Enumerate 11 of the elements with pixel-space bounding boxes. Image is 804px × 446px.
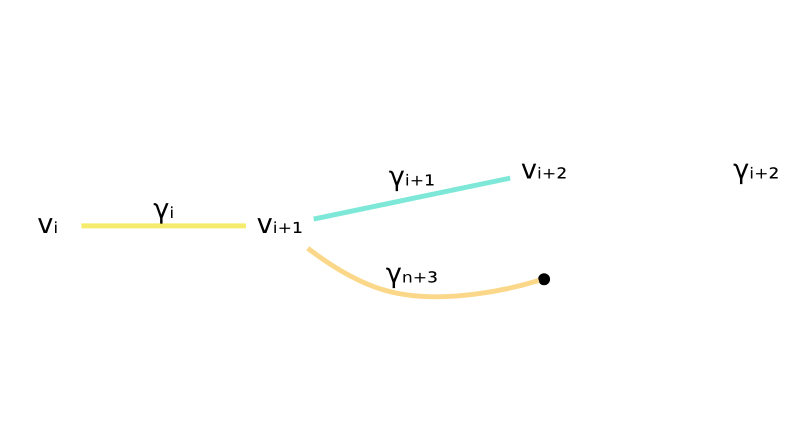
connector bbox=[313, 176, 511, 222]
node-text: vᵢ₊₂ bbox=[520, 154, 568, 186]
edge-label: γᵢ₊₁ bbox=[388, 162, 436, 193]
edge-label: γᵢ bbox=[153, 194, 174, 225]
node-text: vᵢ bbox=[37, 208, 58, 240]
edge-label: γₙ₊₃ bbox=[386, 258, 438, 290]
node-text: vᵢ₊₁ bbox=[256, 208, 303, 240]
connector bbox=[306, 246, 540, 300]
connector bbox=[81, 223, 246, 228]
label: γᵢ₊₂ bbox=[733, 154, 780, 186]
node-circle bbox=[538, 273, 550, 286]
